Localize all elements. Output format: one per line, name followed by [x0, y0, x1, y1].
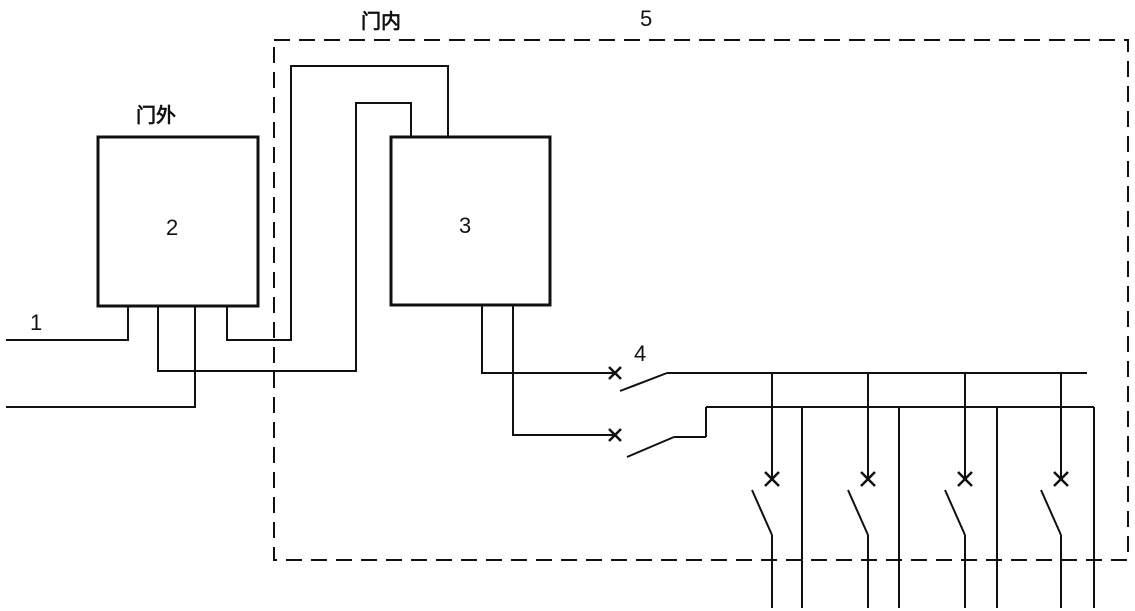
incoming-line-number-label: 1	[30, 310, 42, 335]
breaker-box	[389, 135, 552, 307]
connector-wire-b	[226, 65, 449, 341]
switch-number-label: 4	[634, 341, 646, 366]
main-switch-lower	[608, 406, 1095, 608]
breaker-box-number-label: 3	[459, 213, 471, 238]
enclosure-number-label: 5	[640, 6, 652, 31]
output-wire-top	[481, 305, 615, 374]
output-wire-bottom	[512, 305, 615, 436]
branch-circuit-2	[847, 373, 900, 608]
enclosure-boundary	[273, 39, 1129, 561]
branch-circuit-4	[1040, 373, 1069, 608]
incoming-line-bottom	[6, 306, 196, 408]
branch-circuit-3	[944, 373, 998, 608]
incoming-line-top	[6, 306, 129, 341]
main-switch-upper	[608, 366, 1087, 392]
meter-number-label: 2	[166, 215, 178, 240]
outside-door-label: 门外	[136, 103, 176, 127]
inside-door-label: 门内	[361, 9, 401, 33]
connector-wire-a	[157, 102, 412, 372]
meter-box	[96, 135, 260, 308]
branch-circuit-1	[751, 373, 803, 608]
